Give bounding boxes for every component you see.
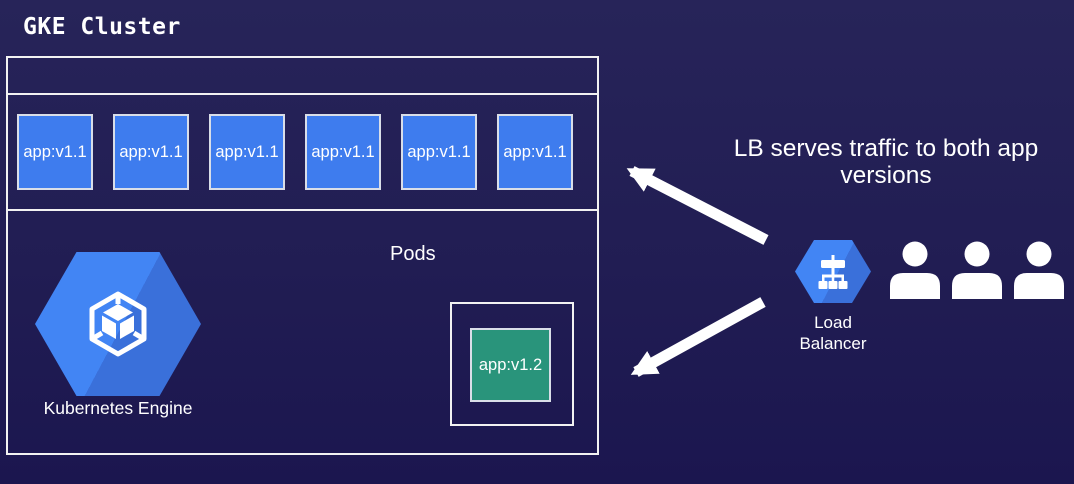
user-icon — [890, 241, 940, 299]
pods-label: Pods — [390, 243, 436, 265]
load-balancer-tree-icon — [818, 254, 848, 289]
load-balancer-label: Load Balancer — [799, 313, 867, 354]
users-group — [888, 241, 1066, 299]
user-icon — [952, 241, 1002, 299]
pod-v1-1: app:v1.1 — [209, 114, 285, 190]
kubernetes-engine-cube-icon — [89, 291, 147, 357]
diagram-title: GKE Cluster — [23, 14, 181, 40]
pod-v1-1: app:v1.1 — [401, 114, 477, 190]
gke-cluster-box: app:v1.1 app:v1.1 app:v1.1 app:v1.1 app:… — [6, 56, 599, 455]
pod-v1-1: app:v1.1 — [17, 114, 93, 190]
lb-caption-text: LB serves traffic to both app versions — [733, 135, 1039, 189]
load-balancer-hexagon-icon — [795, 240, 871, 303]
canary-pod-box: app:v1.2 — [450, 302, 574, 426]
arrow-to-v2-pod — [630, 297, 766, 377]
cluster-header-strip — [8, 58, 597, 95]
kubernetes-engine-hexagon-icon — [35, 252, 201, 396]
pods-row: app:v1.1 app:v1.1 app:v1.1 app:v1.1 app:… — [8, 95, 597, 211]
pod-v1-1: app:v1.1 — [497, 114, 573, 190]
pod-v1-2: app:v1.2 — [470, 328, 551, 402]
kubernetes-engine-label: Kubernetes Engine — [43, 398, 193, 418]
pod-v1-1: app:v1.1 — [305, 114, 381, 190]
pod-v1-1: app:v1.1 — [113, 114, 189, 190]
user-icon — [1014, 241, 1064, 299]
